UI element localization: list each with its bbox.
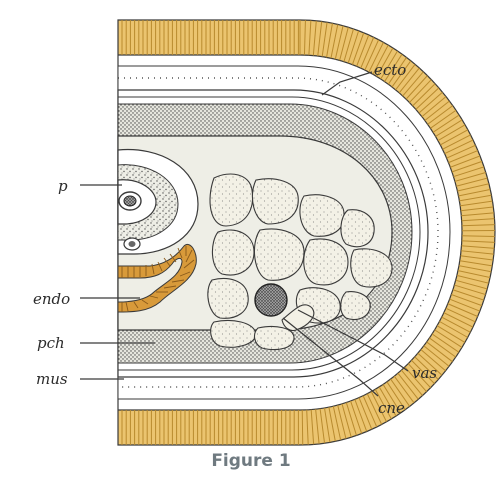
endoderm-striation: [125, 301, 129, 312]
leader-lines: [80, 71, 409, 397]
endoderm-striation: [163, 257, 171, 267]
cell: [350, 248, 393, 288]
label-pch: pch: [37, 334, 65, 352]
cell: [251, 178, 299, 225]
label-cne: cne: [378, 399, 405, 417]
label-p: p: [58, 177, 68, 195]
endoderm-striation: [141, 299, 149, 305]
cell: [209, 173, 254, 227]
label-vas: vas: [412, 364, 437, 382]
cell: [253, 325, 295, 351]
cell: [340, 209, 375, 248]
figure-caption: Figure 1: [211, 451, 290, 471]
leader-ecto: [321, 71, 373, 96]
label-mus: mus: [36, 370, 68, 388]
leader-cne: [282, 317, 379, 397]
ectoderm-striation: [301, 399, 304, 445]
nerve-cord: [254, 283, 288, 317]
endoderm-striations: [121, 246, 195, 312]
cell: [303, 238, 349, 286]
label-endo: endo: [33, 290, 70, 308]
dotted-layer: [118, 77, 439, 388]
pharynx-core: [123, 195, 137, 207]
cell: [340, 291, 371, 321]
muscle-layer-inner-line: [118, 96, 421, 371]
endoderm-striation: [177, 247, 183, 259]
endoderm-striation: [171, 279, 185, 283]
endoderm-striation: [163, 285, 177, 289]
endoderm-striation: [185, 249, 193, 263]
endoderm-striation: [169, 253, 177, 263]
endoderm-striation: [183, 259, 195, 269]
label-ecto: ecto: [374, 61, 406, 79]
cell: [299, 194, 345, 237]
cell: [207, 278, 249, 319]
endoderm-striation: [149, 295, 159, 299]
endoderm-striation: [179, 271, 191, 277]
cell: [211, 229, 255, 276]
small-duct-core: [128, 241, 136, 247]
cell: [253, 228, 305, 281]
endoderm-striation: [133, 301, 139, 309]
cell: [210, 319, 257, 348]
endoderm-striation: [157, 261, 163, 272]
endoderm-striation: [151, 263, 155, 275]
leader-vas: [297, 309, 409, 372]
parenchyma-cells: [207, 173, 393, 351]
